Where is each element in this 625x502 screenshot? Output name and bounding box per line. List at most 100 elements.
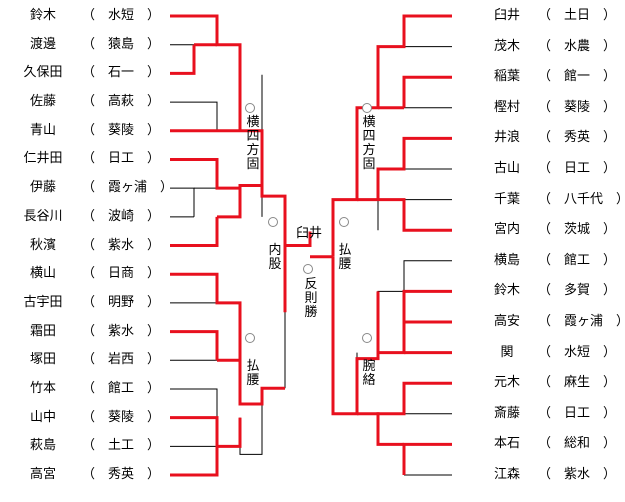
bracket-line [170, 101, 218, 131]
player-name: 江森 [493, 467, 520, 482]
winning-path [217, 183, 262, 219]
winning-path [170, 272, 242, 361]
winning-path [402, 75, 452, 108]
technique-left-mid: 内股 [268, 243, 282, 272]
player-name: 元木 [493, 375, 520, 391]
player-name: 高安 [493, 314, 520, 329]
player-school: （ 土日 ） [538, 8, 617, 23]
technique-final: 反則勝 [304, 277, 318, 320]
player-school: （ 茨城 ） [538, 222, 617, 238]
player-school: （ 霞ヶ浦 ） [538, 314, 625, 329]
winning-path [170, 416, 242, 448]
player-name: 千葉 [493, 191, 520, 207]
player-name: 萩島 [29, 438, 56, 454]
winning-path [170, 216, 219, 247]
player-school: （ 館工 ） [82, 380, 161, 396]
player-school: （ 水短 ） [82, 8, 161, 23]
player-name: 古宇田 [23, 294, 63, 310]
bracket-line [170, 44, 195, 74]
marker-dot [362, 103, 372, 113]
player-name: 鈴木 [29, 8, 56, 23]
technique-right-lower: 腕絡 [362, 359, 376, 388]
winning-path [376, 136, 452, 200]
player-name: 佐藤 [29, 94, 56, 110]
winning-path [402, 289, 452, 322]
player-name: 霜田 [29, 323, 56, 339]
bracket-line [403, 199, 452, 231]
player-name: 斎藤 [493, 405, 520, 421]
winning-path [402, 442, 452, 475]
player-name: 樫村 [493, 99, 520, 115]
player-school: （ 明野 ） [82, 294, 161, 310]
player-name: 渡邊 [29, 36, 56, 52]
winning-lines [170, 14, 452, 477]
player-school: （ 八千代 ） [538, 191, 625, 207]
winning-path [217, 358, 285, 406]
marker-dot [268, 217, 278, 227]
winning-path [260, 142, 287, 313]
player-name: 高宮 [29, 467, 56, 482]
player-name: 山中 [29, 409, 56, 425]
winning-path [170, 446, 219, 477]
player-school: （ 麻生 ） [538, 375, 617, 391]
player-school: （ 館一 ） [538, 69, 617, 85]
player-school: （ 葵陵 ） [82, 122, 161, 138]
losing-lines [170, 44, 452, 476]
player-school: （ 水短 ） [538, 344, 617, 360]
player-school: （ 霞ヶ浦 ） [82, 180, 174, 196]
winning-path [285, 231, 312, 247]
winning-path [357, 412, 404, 446]
champion-name: 臼井 [296, 226, 323, 241]
marker-dot [303, 264, 313, 274]
winning-path [378, 320, 452, 355]
player-name: 茂木 [493, 38, 520, 54]
player-name: 鈴木 [493, 283, 520, 299]
player-name: 久保田 [23, 65, 63, 81]
player-school: （ 葵陵 ） [82, 409, 161, 425]
player-name: 塚田 [29, 352, 56, 368]
marker-dot [245, 103, 255, 113]
winning-path [170, 330, 219, 361]
player-name: 長谷川 [23, 208, 63, 224]
technique-left-upper: 横四方固 [246, 115, 260, 172]
bracket-line [239, 388, 263, 455]
player-name: 仁井田 [23, 151, 63, 167]
player-name: 関 [500, 344, 514, 360]
player-school: （ 石一 ） [82, 65, 161, 81]
player-name: 井浪 [493, 130, 520, 146]
bracket-line [170, 388, 218, 418]
player-name: 秋濱 [29, 237, 56, 253]
player-school: （ 日工 ） [538, 405, 617, 421]
player-name: 稲葉 [493, 69, 520, 85]
player-school: （ 波崎 ） [82, 208, 161, 224]
player-name: 古山 [493, 161, 520, 176]
bracket-line [170, 187, 195, 217]
player-school: （ 日工 ） [538, 161, 617, 176]
player-school: （ 秀英 ） [538, 130, 617, 146]
technique-right-upper: 横四方固 [362, 115, 376, 172]
player-school: （ 秀英 ） [82, 467, 161, 482]
player-name: 竹本 [29, 380, 56, 396]
winning-path [331, 256, 380, 416]
player-school: （ 紫水 ） [82, 237, 161, 253]
marker-dot [245, 333, 255, 343]
player-name: 伊藤 [29, 180, 56, 196]
winning-path [357, 198, 452, 232]
marker-dot [339, 217, 349, 227]
player-school: （ 紫水 ） [538, 467, 617, 482]
player-school: （ 高萩 ） [82, 94, 161, 110]
technique-left-lower: 払腰 [246, 359, 260, 388]
player-school: （ 葵陵 ） [538, 99, 617, 115]
marker-dot [362, 333, 372, 343]
player-school: （ 日商 ） [82, 266, 161, 282]
player-name: 横山 [29, 266, 56, 282]
player-name: 臼井 [493, 8, 520, 23]
player-school: （ 水農 ） [538, 38, 617, 54]
player-school: （ 紫水 ） [82, 323, 161, 339]
player-school: （ 土工 ） [82, 438, 161, 454]
player-name: 宮内 [493, 222, 520, 238]
player-name: 青山 [29, 122, 56, 138]
bracket-line [377, 260, 452, 353]
player-school: （ 総和 ） [538, 436, 617, 452]
